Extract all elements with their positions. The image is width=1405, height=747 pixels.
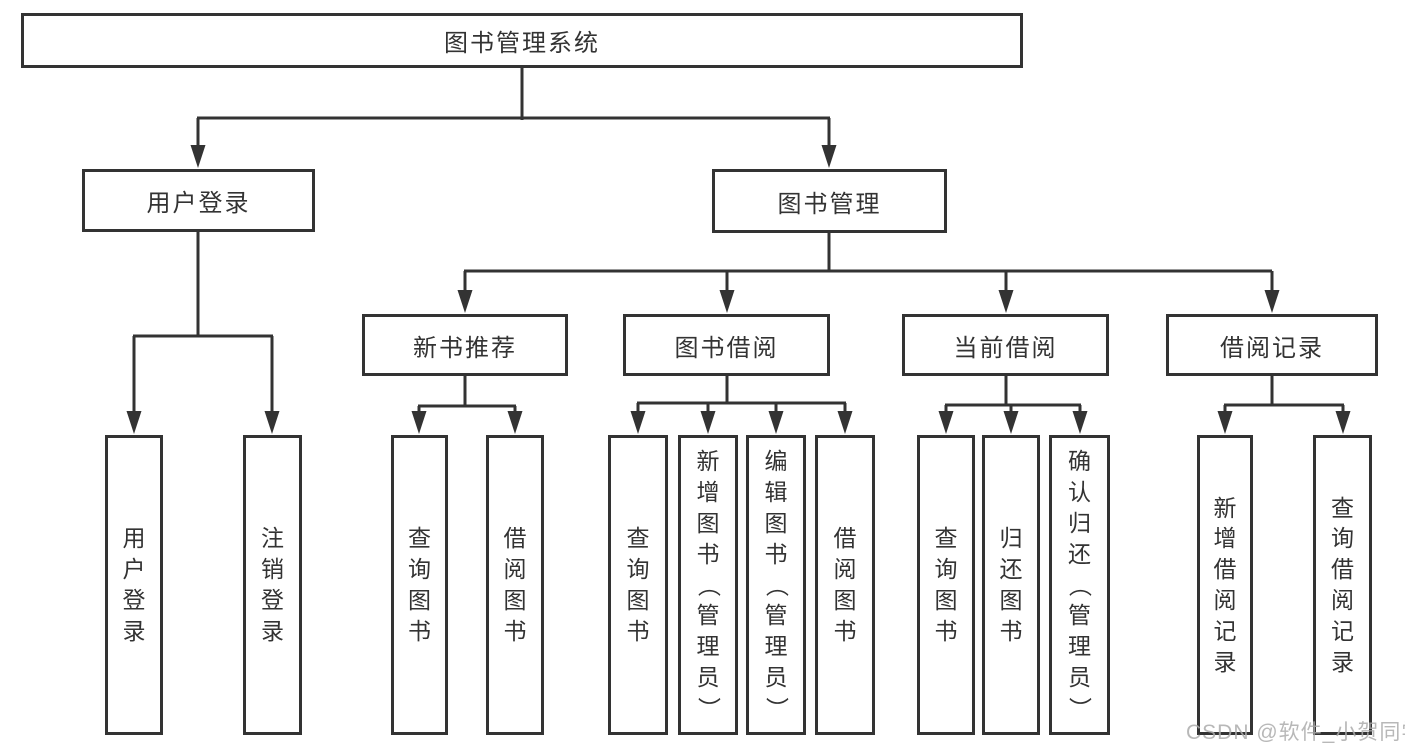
node-query-borrow-record: 查询借阅记录 bbox=[1313, 435, 1372, 735]
node-book-management: 图书管理 bbox=[712, 169, 947, 233]
watermark: CSDN @软件_小贺同学 bbox=[1186, 721, 1405, 744]
node-borrow-books-borrow: 借阅图书 bbox=[815, 435, 875, 735]
node-confirm-return-admin: 确认归还（管理员） bbox=[1049, 435, 1110, 735]
node-label: 新增借阅记录 bbox=[1213, 494, 1237, 675]
node-label: 归还图书 bbox=[999, 525, 1023, 644]
node-label: 查询图书 bbox=[934, 525, 958, 644]
node-label: 编辑图书（管理员） bbox=[763, 448, 790, 720]
connector-segments bbox=[132, 68, 1345, 413]
node-query-books-borrow: 查询图书 bbox=[608, 435, 668, 735]
node-label: 查询借阅记录 bbox=[1331, 494, 1354, 675]
node-query-books-recommend: 查询图书 bbox=[391, 435, 448, 735]
node-borrowing-records: 借阅记录 bbox=[1166, 314, 1378, 376]
node-current-borrowing: 当前借阅 bbox=[902, 314, 1109, 376]
node-logout: 注销登录 bbox=[243, 435, 302, 735]
node-return-books: 归还图书 bbox=[982, 435, 1040, 735]
node-edit-books-admin: 编辑图书（管理员） bbox=[746, 435, 806, 735]
node-label: 新增图书（管理员） bbox=[695, 448, 722, 720]
node-new-book-recommendation: 新书推荐 bbox=[362, 314, 568, 376]
node-label: 借阅图书 bbox=[503, 525, 527, 644]
node-user-login-leaf: 用户登录 bbox=[105, 435, 163, 735]
node-library-management-system: 图书管理系统 bbox=[21, 13, 1023, 68]
node-add-books-admin: 新增图书（管理员） bbox=[678, 435, 738, 735]
node-label: 借阅图书 bbox=[833, 525, 857, 644]
node-label: 确认归还（管理员） bbox=[1066, 448, 1093, 720]
node-book-borrowing: 图书借阅 bbox=[623, 314, 830, 376]
node-label: 用户登录 bbox=[122, 525, 146, 644]
node-user-login: 用户登录 bbox=[82, 169, 315, 232]
node-label: 查询图书 bbox=[408, 525, 431, 644]
node-query-books-current: 查询图书 bbox=[917, 435, 975, 735]
node-borrow-books-recommend: 借阅图书 bbox=[486, 435, 544, 735]
node-add-borrow-record: 新增借阅记录 bbox=[1197, 435, 1253, 735]
node-label: 查询图书 bbox=[626, 525, 650, 644]
node-label: 注销登录 bbox=[261, 525, 284, 644]
